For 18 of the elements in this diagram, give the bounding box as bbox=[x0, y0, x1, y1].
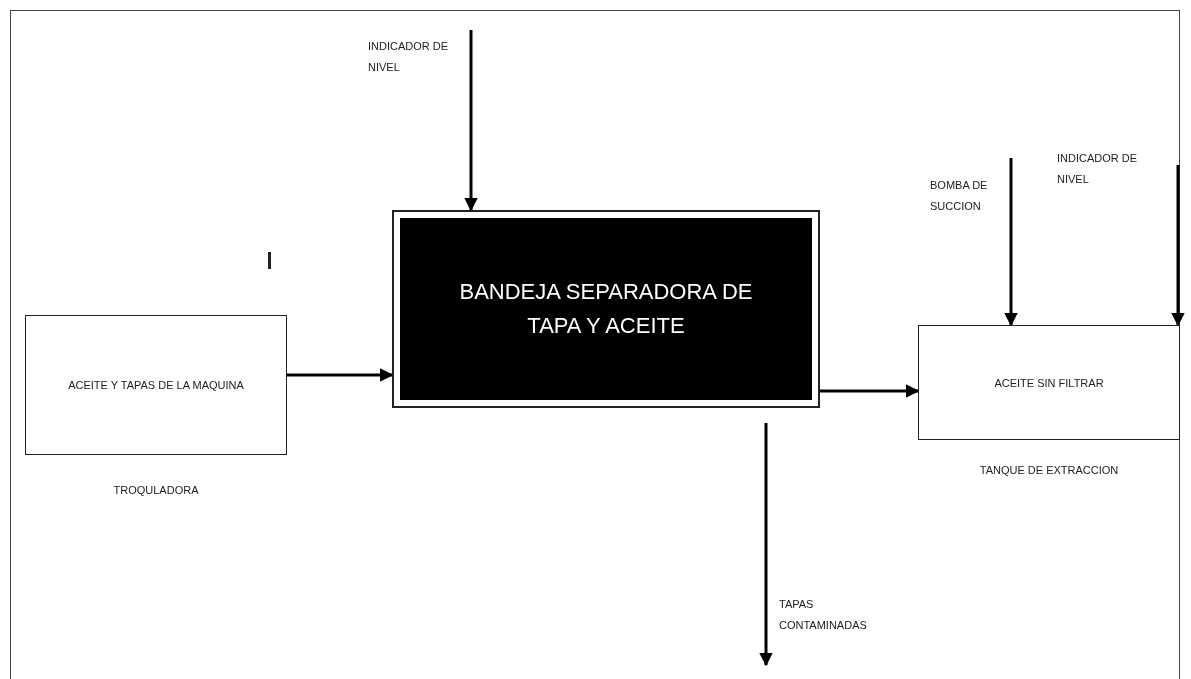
arrow bbox=[287, 368, 394, 382]
process-box bbox=[392, 210, 820, 408]
arrow bbox=[759, 423, 773, 667]
box-label: BANDEJA SEPARADORA DE TAPA Y ACEITE bbox=[458, 277, 754, 340]
arrow bbox=[820, 384, 920, 398]
arrow bbox=[1004, 158, 1018, 327]
box-label: ACEITE SIN FILTRAR bbox=[994, 376, 1104, 389]
box-label: ACEITE Y TAPAS DE LA MAQUINA bbox=[68, 379, 244, 391]
node-caption: TROQULADORA bbox=[112, 483, 200, 498]
edge-label: INDICADOR DE NIVEL bbox=[368, 39, 450, 75]
edge-label: BOMBA DE SUCCION bbox=[930, 178, 989, 214]
arrow bbox=[464, 30, 478, 212]
process-box bbox=[25, 315, 287, 455]
node-caption: TANQUE DE EXTRACCION bbox=[978, 463, 1120, 478]
process-box bbox=[918, 325, 1180, 440]
arrow bbox=[1171, 165, 1185, 327]
edge-label: INDICADOR DE NIVEL bbox=[1057, 151, 1139, 187]
edge-label: TAPAS CONTAMINADAS bbox=[779, 597, 868, 633]
